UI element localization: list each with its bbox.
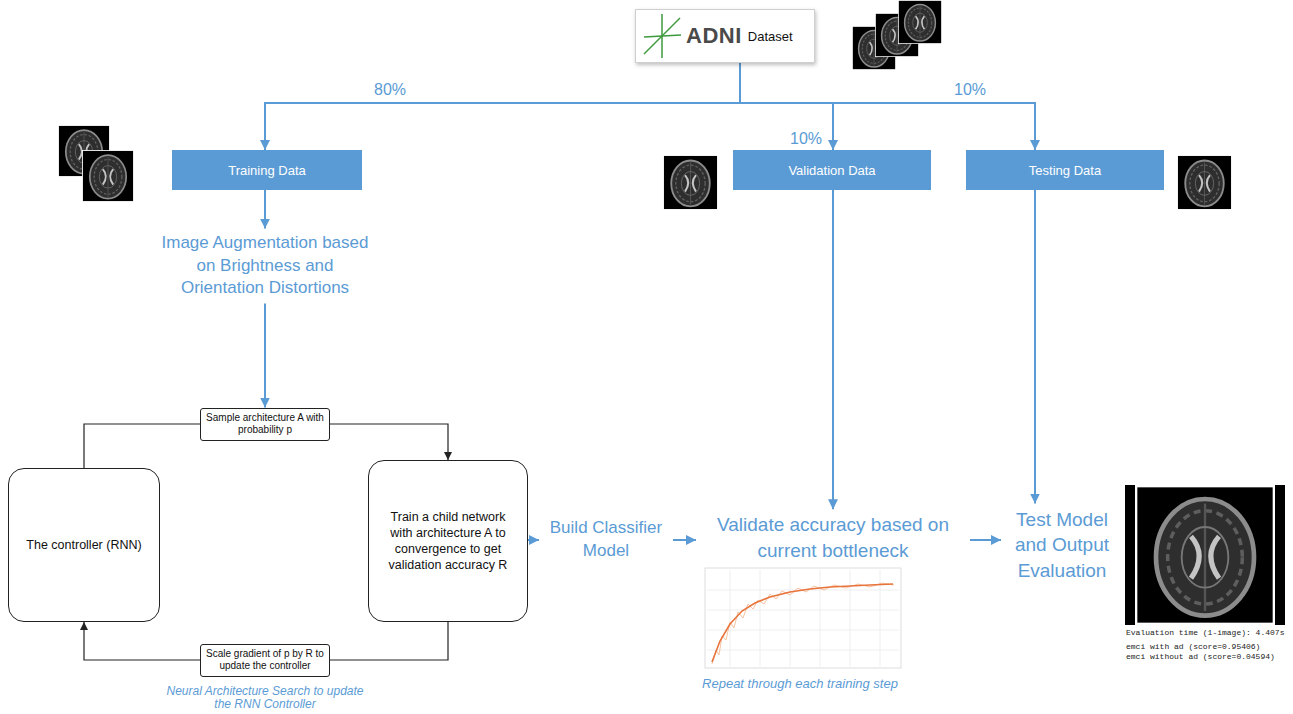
controller-box: The controller (RNN) — [8, 468, 160, 622]
flow-arrow — [1034, 190, 1036, 504]
node-text: ADNI — [686, 23, 742, 49]
flow-arrow — [528, 539, 539, 541]
flow-arrow — [740, 63, 833, 150]
process-box: Scale gradient of p by R to update the c… — [200, 644, 330, 677]
loop-connector — [330, 424, 448, 460]
step-text: Validate accuracy based on current bottl… — [698, 512, 968, 563]
node-text: Testing Data — [1029, 163, 1101, 178]
flow-arrow — [832, 190, 834, 509]
caption: Neural Architecture Search to update the… — [160, 685, 370, 711]
loop-connector — [84, 622, 200, 660]
data-split-box: Training Data — [172, 150, 362, 190]
node-text: Test Model and Output Evaluation — [1005, 507, 1119, 584]
mri-output-image — [1125, 485, 1285, 625]
flow-arrow — [264, 303, 266, 407]
step-text: Image Augmentation based on Brightness a… — [158, 232, 373, 301]
loop-connector — [84, 424, 200, 468]
node-text: Sample architecture A with probability p — [205, 412, 325, 437]
node-text: Validate accuracy based on current bottl… — [700, 512, 966, 563]
node-text: Image Augmentation based on Brightness a… — [160, 232, 371, 301]
output-text: emci with ad (score=0.95406) — [1126, 643, 1260, 652]
data-split-box: Validation Data — [733, 150, 931, 190]
flow-arrow — [265, 63, 740, 150]
loop-connector — [330, 622, 448, 660]
node-text: Dataset — [748, 29, 793, 44]
split-percentage: 10% — [951, 81, 989, 99]
dataset-box: ADNI Dataset — [635, 9, 815, 63]
output-text: Evaluation time (1-image): 4.407s — [1126, 629, 1284, 638]
output-text: emci without ad (score=0.04594) — [1126, 653, 1275, 662]
adni-logo — [644, 14, 681, 58]
node-text: Training Data — [228, 163, 306, 178]
process-box: Sample architecture A with probability p — [200, 408, 330, 441]
accuracy-chart — [705, 568, 901, 668]
node-text: Train a child network with architecture … — [381, 509, 515, 574]
node-text: Validation Data — [788, 163, 875, 178]
flow-arrow — [740, 63, 1035, 150]
data-split-box: Testing Data — [966, 150, 1164, 190]
flow-arrow — [673, 539, 696, 541]
step-text: Test Model and Output Evaluation — [1003, 507, 1121, 584]
node-text: The controller (RNN) — [26, 537, 141, 553]
split-percentage: 10% — [787, 130, 825, 148]
node-text: Scale gradient of p by R to update the c… — [205, 648, 325, 673]
caption: Repeat through each training step — [702, 676, 898, 691]
node-text: Build Classifier Model — [543, 517, 669, 563]
process-box: Train a child network with architecture … — [368, 460, 528, 622]
flow-arrow — [970, 539, 1001, 541]
step-text: Build Classifier Model — [541, 517, 671, 563]
flow-arrow — [264, 190, 266, 229]
brain-scan-icons — [58, 0, 1231, 209]
split-percentage: 80% — [371, 81, 409, 99]
